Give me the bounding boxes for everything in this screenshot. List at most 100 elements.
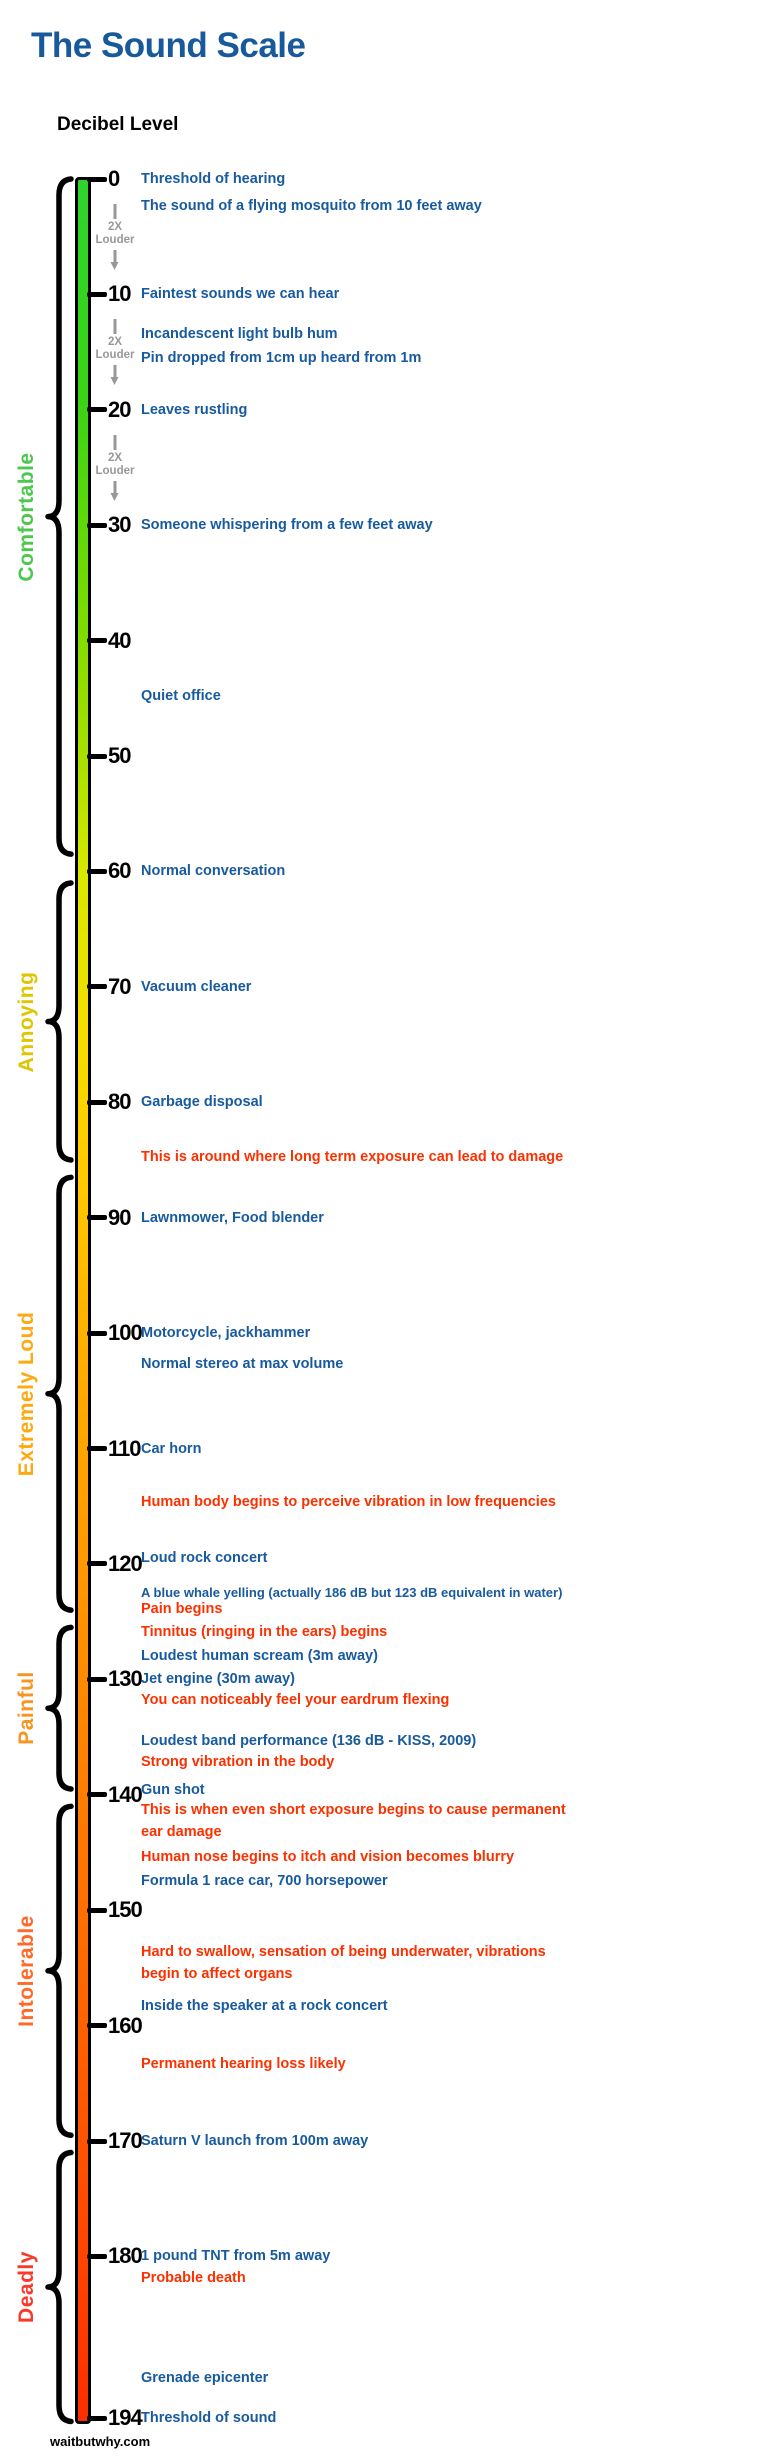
annotation-line: Strong vibration in the body	[141, 1754, 335, 1771]
category-brace	[45, 2149, 74, 2425]
annotation: Quiet office	[141, 685, 221, 707]
tick-mark	[87, 1907, 107, 1913]
tick-mark	[87, 176, 107, 182]
tick-value: 170	[108, 2128, 143, 2153]
annotation: You can noticeably feel your eardrum fle…	[141, 1689, 449, 1711]
tick-mark	[87, 1446, 107, 1452]
annotation: Car horn	[141, 1438, 201, 1460]
annotation-line: ear damage	[141, 1824, 222, 1841]
annotation-line: Motorcycle, jackhammer	[141, 1325, 311, 1342]
category-label: Extremely Loud	[15, 1311, 38, 1476]
tick-value: 10	[108, 281, 132, 307]
annotation: The sound of a flying mosquito from 10 f…	[141, 195, 482, 217]
tick-value: 0	[108, 166, 120, 191]
category-brace	[45, 1803, 74, 2138]
annotation-line: Normal conversation	[141, 863, 286, 880]
annotation: 1 pound TNT from 5m away	[141, 2245, 330, 2267]
annotation-line: Loudest band performance (136 dB - KISS,…	[141, 1732, 477, 1749]
category-label: Painful	[15, 1671, 38, 1745]
annotation-line: Quiet office	[141, 688, 221, 705]
annotation-line: Permanent hearing loss likely	[141, 2055, 346, 2072]
tick-value: 120	[108, 1550, 143, 1576]
annotation-line: Garbage disposal	[141, 1094, 263, 1111]
annotation-line: Tinnitus (ringing in the ears) begins	[141, 1624, 388, 1641]
page-title: The Sound Scale	[31, 26, 306, 65]
annotation-line: This is around where long term exposure …	[141, 1148, 564, 1165]
doubling-line-icon	[113, 434, 117, 450]
tick-mark	[87, 1330, 107, 1336]
annotation: Formula 1 race car, 700 horsepower	[141, 1870, 388, 1892]
site-watermark: waitbutwhy.com	[50, 2434, 151, 2449]
tick-mark	[87, 1792, 107, 1798]
doubling-louder-label: Louder	[95, 464, 135, 477]
annotation: Garbage disposal	[141, 1091, 263, 1113]
tick-value: 160	[108, 2012, 143, 2038]
decibel-gradient-bar	[75, 177, 91, 2424]
annotation: Jet engine (30m away)	[141, 1668, 295, 1690]
annotation: Gun shot	[141, 1779, 205, 1801]
tick-mark	[87, 753, 107, 759]
tick-mark	[87, 2023, 107, 2029]
annotation: Inside the speaker at a rock concert	[141, 1995, 388, 2017]
annotation: Leaves rustling	[141, 399, 247, 421]
doubling-line-icon	[113, 203, 117, 219]
category-label: Comfortable	[15, 451, 38, 582]
annotation-line: Human body begins to perceive vibration …	[141, 1493, 556, 1510]
annotation: Incandescent light bulb hum	[141, 323, 338, 345]
annotation: Loudest human scream (3m away)	[141, 1645, 378, 1667]
annotation: Probable death	[141, 2267, 246, 2289]
category-brace	[45, 1624, 74, 1792]
annotation-line: Saturn V launch from 100m away	[141, 2133, 369, 2149]
annotation-line: Human nose begins to itch and vision bec…	[141, 1849, 515, 1866]
annotation: Tinnitus (ringing in the ears) begins	[141, 1621, 387, 1643]
annotation: Human nose begins to itch and vision bec…	[141, 1846, 514, 1868]
annotation: Grenade epicenter	[141, 2367, 268, 2389]
annotation: Pin dropped from 1cm up heard from 1m	[141, 347, 421, 369]
tick-mark	[87, 1099, 107, 1105]
annotation: Faintest sounds we can hear	[141, 283, 339, 305]
doubling-louder-label: Louder	[95, 349, 135, 362]
tick-value: 90	[108, 1204, 132, 1230]
category-brace	[45, 1174, 74, 1613]
tick-mark	[87, 2253, 107, 2259]
annotation-line: Vacuum cleaner	[141, 978, 252, 995]
down-arrow-icon	[110, 492, 119, 501]
annotation: Someone whispering from a few feet away	[141, 514, 433, 536]
tick-mark	[87, 522, 107, 528]
tick-value: 180	[108, 2243, 143, 2269]
category-brace	[45, 880, 74, 1163]
tick-value: 30	[108, 512, 132, 538]
tick-mark	[87, 407, 107, 413]
tick-mark	[87, 984, 107, 990]
annotation-line: The sound of a flying mosquito from 10 f…	[141, 197, 482, 214]
annotation-line: Normal stereo at max volume	[141, 1356, 344, 1373]
annotation: A blue whale yelling (actually 186 dB bu…	[141, 1582, 562, 1604]
annotation-line: You can noticeably feel your eardrum fle…	[141, 1692, 450, 1709]
tick-mark	[87, 638, 107, 644]
tick-value: 70	[108, 973, 132, 999]
annotation-line: Hard to swallow, sensation of being unde…	[141, 1944, 546, 1961]
annotation-line: Grenade epicenter	[141, 2369, 269, 2386]
tick-mark	[87, 291, 107, 297]
annotation-line: Probable death	[141, 2270, 246, 2287]
category-label: Intolerable	[15, 1914, 38, 2027]
annotation-line: begin to affect organs	[141, 1966, 293, 1983]
tick-value: 50	[108, 743, 132, 769]
tick-value: 140	[108, 1781, 143, 1807]
tick-value: 60	[108, 858, 132, 884]
annotation: Normal conversation	[141, 860, 285, 882]
annotation-line: Inside the speaker at a rock concert	[141, 1997, 388, 2014]
annotation-line: Pin dropped from 1cm up heard from 1m	[141, 349, 422, 366]
annotation: Pain begins	[141, 1598, 222, 1620]
tick-mark	[87, 1676, 107, 1682]
down-arrow-icon	[110, 261, 119, 270]
annotation-line: Threshold of hearing	[141, 171, 286, 187]
annotation-line: Formula 1 race car, 700 horsepower	[141, 1873, 388, 1890]
annotation: Vacuum cleaner	[141, 976, 251, 998]
tick-mark	[87, 1561, 107, 1567]
